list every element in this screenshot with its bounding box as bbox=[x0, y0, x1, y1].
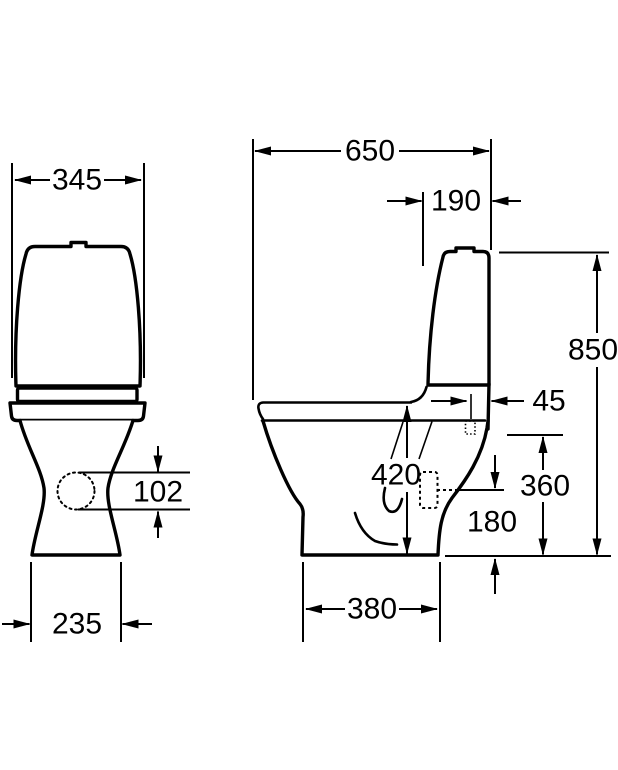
dim-label-base-width: 235 bbox=[52, 608, 102, 641]
dim-label-total-height: 850 bbox=[568, 334, 618, 367]
dimension-cistern-recess: 45 bbox=[431, 385, 566, 418]
dim-label-base-depth: 380 bbox=[347, 593, 397, 626]
dimension-outlet-height: 102 bbox=[78, 446, 190, 538]
seat-ring-front bbox=[15, 386, 139, 404]
outlet-dashed-circle bbox=[56, 471, 96, 511]
side-view: 650 190 850 45 420 bbox=[252, 135, 618, 642]
dim-label-inlet-height: 360 bbox=[520, 470, 570, 503]
dimension-outlet-offset: 180 bbox=[467, 455, 517, 594]
dimension-cistern-width: 345 bbox=[11, 163, 145, 378]
dimension-base-depth: 380 bbox=[302, 562, 441, 642]
seat-base-front bbox=[8, 401, 147, 423]
dim-label-outlet-offset: 180 bbox=[467, 506, 517, 539]
dim-label-cistern-recess: 45 bbox=[532, 385, 565, 418]
dim-label-cistern-top-depth: 190 bbox=[431, 185, 481, 218]
bowl-side-outline bbox=[261, 419, 490, 557]
cistern-side-outline bbox=[426, 246, 491, 387]
dimension-bowl-height: 420 bbox=[371, 405, 433, 555]
front-view: 345 102 235 bbox=[2, 163, 190, 642]
seat-hinge bbox=[409, 385, 428, 404]
dim-label-outlet-height: 102 bbox=[133, 476, 183, 509]
inlet-dotted-box bbox=[464, 420, 476, 435]
pedestal-front-outline bbox=[18, 418, 135, 557]
dim-label-cistern-width: 345 bbox=[52, 164, 102, 197]
trap-curve bbox=[382, 486, 404, 514]
dimension-cistern-top-depth: 190 bbox=[387, 185, 521, 266]
cistern-front-outline bbox=[13, 240, 143, 388]
leader-slant bbox=[390, 421, 404, 460]
dimension-total-depth: 650 bbox=[252, 135, 492, 400]
seat-top-line bbox=[257, 401, 413, 421]
dim-label-total-depth: 650 bbox=[345, 135, 395, 168]
dimension-total-height: 850 bbox=[568, 254, 618, 556]
outlet-sweep-curve bbox=[353, 511, 399, 546]
dim-label-bowl-height: 420 bbox=[371, 459, 421, 492]
leader-slant bbox=[418, 421, 433, 460]
dimension-base-width: 235 bbox=[2, 562, 152, 642]
dimension-inlet-height: 360 bbox=[507, 434, 570, 556]
